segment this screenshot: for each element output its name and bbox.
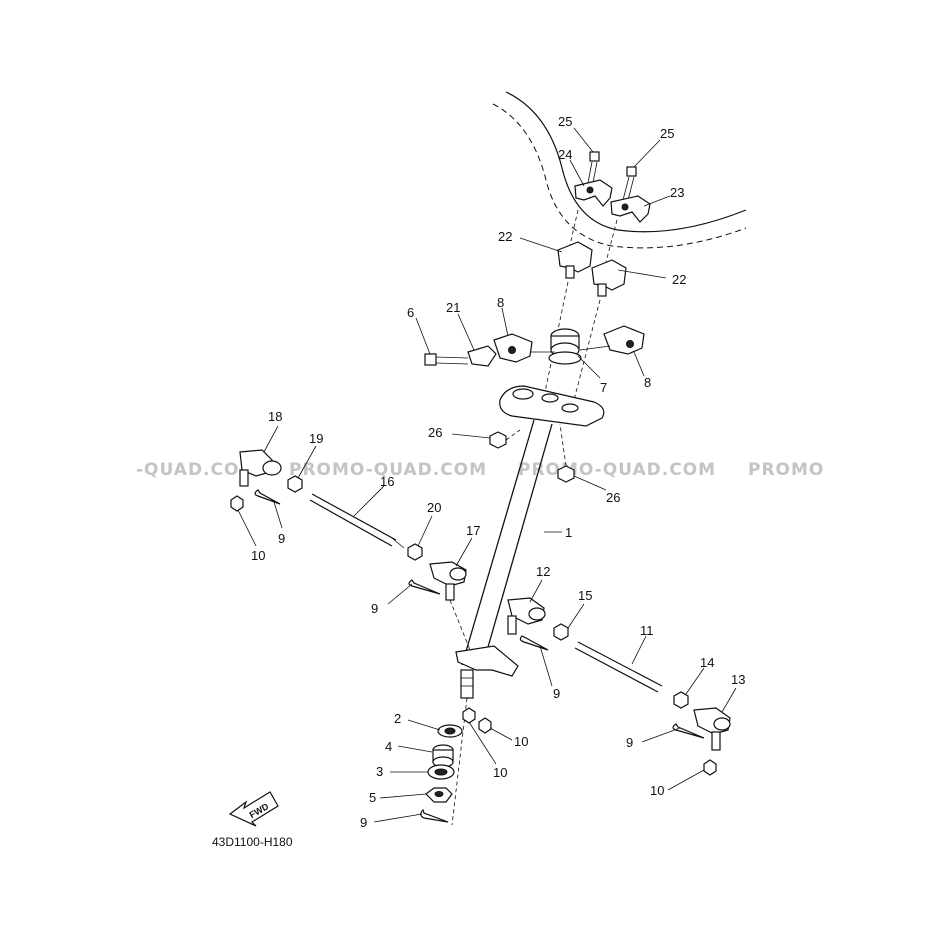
tie-rod-end-13: [693, 707, 731, 751]
oil-seal-2: [437, 724, 463, 738]
callout-13: 13: [731, 672, 745, 687]
lower-handlebar-holder-left: [557, 241, 593, 279]
callout-25b: 25: [660, 126, 674, 141]
callout-26b: 26: [606, 490, 620, 505]
tie-rod-end-18: [239, 449, 282, 487]
bolt-6: [424, 353, 469, 366]
callout-9a: 9: [278, 531, 285, 546]
callout-8b: 8: [644, 375, 651, 390]
callout-9b: 9: [371, 601, 378, 616]
tie-rod-11: [574, 641, 663, 693]
cotter-pin-13: [672, 723, 705, 739]
nut-10-left: [230, 495, 244, 512]
callout-20: 20: [427, 500, 441, 515]
callout-3: 3: [376, 764, 383, 779]
callout-14: 14: [700, 655, 714, 670]
callout-12: 12: [536, 564, 550, 579]
nut-5: [425, 787, 453, 803]
nut-26-lower: [557, 465, 575, 483]
callout-11: 11: [640, 623, 654, 638]
nut-20: [407, 543, 423, 561]
callout-17: 17: [466, 523, 480, 538]
callout-10a: 10: [251, 548, 265, 563]
cotter-pin-left: [254, 489, 281, 505]
bushing-7: [548, 328, 582, 365]
callout-6: 6: [407, 305, 414, 320]
callout-22b: 22: [672, 272, 686, 287]
handlebar-outline: [492, 91, 747, 249]
watermark-text-2: PROMO-QUAD.COM: [289, 460, 487, 480]
nut-26-upper: [489, 431, 507, 449]
callout-8a: 8: [497, 295, 504, 310]
callout-24: 24: [558, 147, 572, 162]
callout-10b: 10: [493, 765, 507, 780]
callout-9d: 9: [626, 735, 633, 750]
tie-rod-end-12: [507, 597, 546, 635]
callout-26a: 26: [428, 425, 442, 440]
tie-rod-end-17: [429, 561, 467, 601]
steering-plate: [499, 385, 605, 427]
watermark-text-4: PROMO: [748, 460, 824, 480]
nut-10-right: [703, 759, 717, 776]
bushing-4: [432, 744, 454, 768]
nut-10-column-left: [462, 707, 476, 724]
callout-23: 23: [670, 185, 684, 200]
leader-lines: [237, 127, 737, 823]
callout-19: 19: [309, 431, 323, 446]
steering-column: [455, 419, 553, 699]
bearing-3: [427, 764, 455, 780]
callout-9c: 9: [553, 686, 560, 701]
callout-25a: 25: [558, 114, 572, 129]
callout-1: 1: [565, 525, 572, 540]
tie-rod-16: [309, 493, 405, 549]
steering-column-holder-8-right: [603, 325, 645, 355]
lower-handlebar-holder-right: [591, 259, 627, 297]
watermark: -QUAD.COM PROMO-QUAD.COM PROMO-QUAD.COM …: [136, 460, 824, 480]
callout-22a: 22: [498, 229, 512, 244]
nut-10-column-right: [478, 717, 492, 734]
diagram-code: 43D1100-H180: [212, 835, 293, 849]
watermark-text-1: -QUAD.COM: [136, 460, 257, 480]
callout-18: 18: [268, 409, 282, 424]
steering-column-holder-8-left: [493, 333, 533, 363]
callout-21: 21: [446, 300, 460, 315]
callout-numbers: 25 25 24 23 22 22 6 21 8 7 8 26 26 1 18 …: [251, 114, 745, 830]
forward-arrow: FWD: [228, 791, 279, 827]
cotter-pin-17: [408, 579, 441, 595]
callout-10d: 10: [650, 783, 664, 798]
callout-9e: 9: [360, 815, 367, 830]
callout-10c: 10: [514, 734, 528, 749]
callout-2: 2: [394, 711, 401, 726]
watermark-text-3: PROMO-QUAD.COM: [518, 460, 716, 480]
upper-handlebar-holder-left: [574, 179, 613, 207]
callout-4: 4: [385, 739, 392, 754]
nut-15: [553, 623, 569, 641]
upper-handlebar-holder-right: [610, 195, 651, 223]
lock-washer-21: [467, 345, 497, 367]
nut-14: [673, 691, 689, 709]
callout-7: 7: [600, 380, 607, 395]
cotter-pin-12: [519, 635, 549, 651]
nut-19: [287, 475, 303, 493]
callout-15: 15: [578, 588, 592, 603]
cotter-pin-bottom: [420, 808, 449, 823]
callout-16: 16: [380, 474, 394, 489]
handlebar-bolt-right: [622, 166, 637, 201]
callout-5: 5: [369, 790, 376, 805]
